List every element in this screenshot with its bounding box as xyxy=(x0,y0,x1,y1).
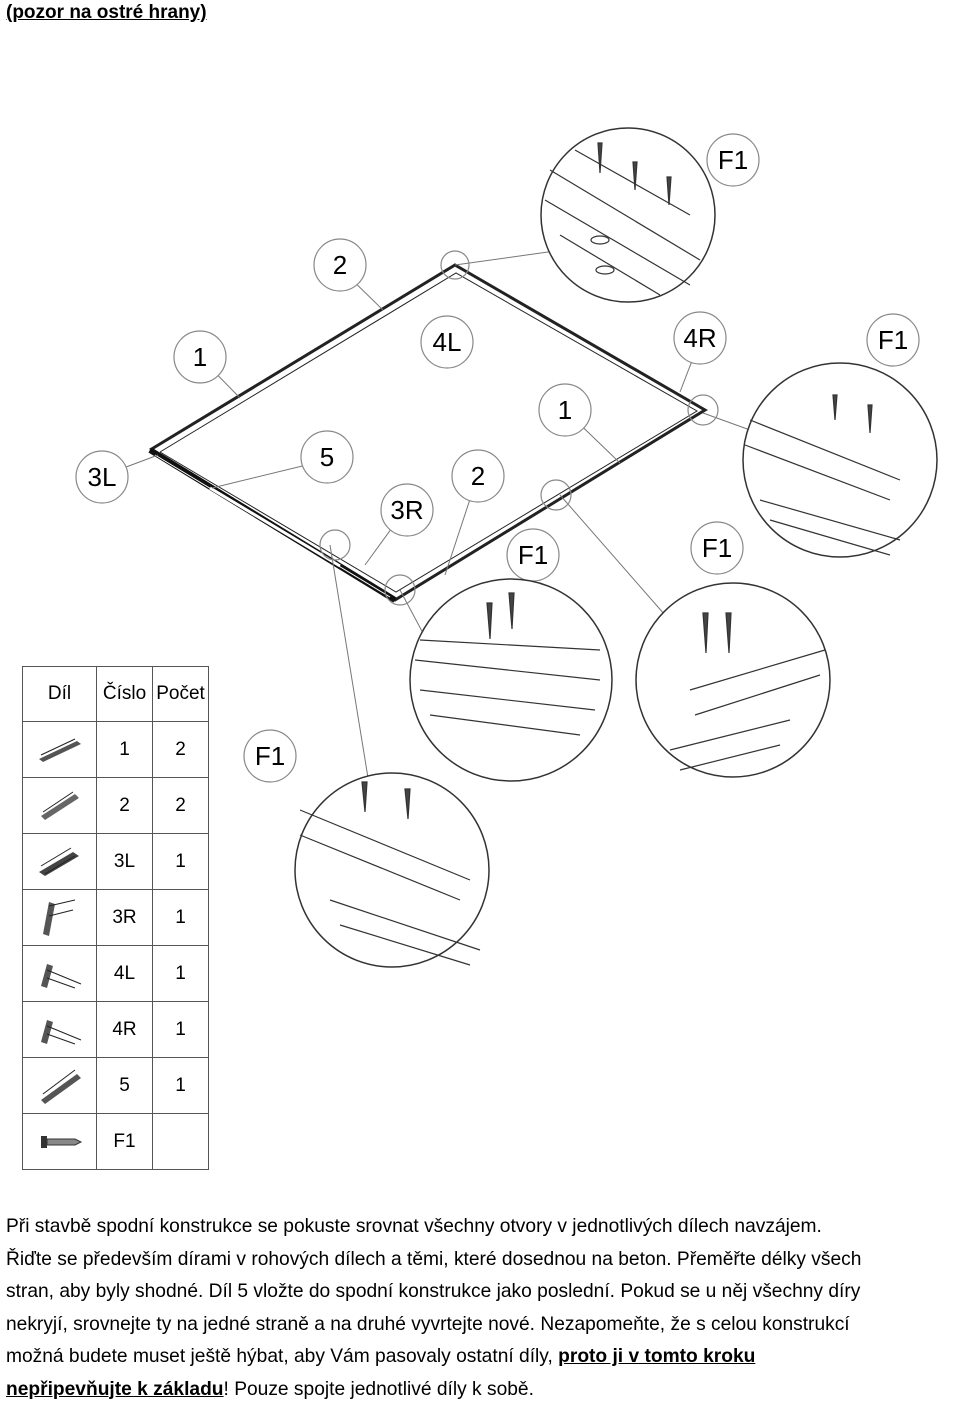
row-count: 1 xyxy=(153,946,209,1002)
emphasis-text: nepřipevňujte k základu xyxy=(6,1379,224,1400)
callout-2a: 2 xyxy=(333,250,347,280)
row-number: 1 xyxy=(97,722,153,778)
callout-f1-b: F1 xyxy=(878,325,908,355)
paragraph-line: možná budete muset ještě hýbat, aby Vám … xyxy=(6,1341,957,1374)
screw-icon xyxy=(23,1114,97,1170)
profile-3r-icon xyxy=(23,890,97,946)
callout-3L: 3L xyxy=(88,462,117,492)
table-row: 4R 1 xyxy=(23,1002,209,1058)
table-row: 1 2 xyxy=(23,722,209,778)
detail-circles xyxy=(295,128,937,967)
paragraph-line: Při stavbě spodní konstrukce se pokuste … xyxy=(6,1211,957,1244)
table-row: 2 2 xyxy=(23,778,209,834)
table-row: 4L 1 xyxy=(23,946,209,1002)
row-number: 3L xyxy=(97,834,153,890)
paragraph-line: nepřipevňujte k základu! Pouze spojte je… xyxy=(6,1374,957,1406)
row-count: 2 xyxy=(153,778,209,834)
instructions-paragraph: Při stavbě spodní konstrukce se pokuste … xyxy=(6,1211,957,1406)
profile-4r-icon xyxy=(23,1002,97,1058)
row-count: 1 xyxy=(153,890,209,946)
table-row: 3R 1 xyxy=(23,890,209,946)
row-number: 2 xyxy=(97,778,153,834)
row-number: 3R xyxy=(97,890,153,946)
header-cislo: Číslo xyxy=(97,667,153,722)
paragraph-line: nekryjí, srovnejte ty na jedné straně a … xyxy=(6,1309,957,1342)
callout-4R: 4R xyxy=(683,323,716,353)
row-number: 4L xyxy=(97,946,153,1002)
callout-f1-d: F1 xyxy=(702,533,732,563)
profile-2-icon xyxy=(23,778,97,834)
profile-3l-icon xyxy=(23,834,97,890)
base-frame xyxy=(150,265,705,600)
callout-f1-e: F1 xyxy=(255,741,285,771)
row-count: 1 xyxy=(153,1002,209,1058)
row-count: 1 xyxy=(153,834,209,890)
paragraph-line: stran, aby byly shodné. Díl 5 vložte do … xyxy=(6,1276,957,1309)
callout-f1-c: F1 xyxy=(518,540,548,570)
paragraph-text: ! Pouze spojte jednotlivé díly k sobě. xyxy=(224,1379,534,1400)
table-row: F1 xyxy=(23,1114,209,1170)
callout-5: 5 xyxy=(320,442,334,472)
header-pocet: Počet xyxy=(153,667,209,722)
callout-1a: 1 xyxy=(193,342,207,372)
table-header-row: Díl Číslo Počet xyxy=(23,667,209,722)
table-row: 3L 1 xyxy=(23,834,209,890)
header-dil: Díl xyxy=(23,667,97,722)
paragraph-text: možná budete muset ještě hýbat, aby Vám … xyxy=(6,1346,558,1367)
parts-table: Díl Číslo Počet 1 2 2 2 3L 1 3R 1 4L xyxy=(22,666,209,1170)
row-number: F1 xyxy=(97,1114,153,1170)
table-row: 5 1 xyxy=(23,1058,209,1114)
row-count xyxy=(153,1114,209,1170)
row-number: 4R xyxy=(97,1002,153,1058)
profile-5-icon xyxy=(23,1058,97,1114)
paragraph-line: Řiďte se především dírami v rohových díl… xyxy=(6,1244,957,1277)
callout-4L: 4L xyxy=(433,327,462,357)
callout-f1-a: F1 xyxy=(718,145,748,175)
callout-3R: 3R xyxy=(390,495,423,525)
callout-1b: 1 xyxy=(558,395,572,425)
row-count: 1 xyxy=(153,1058,209,1114)
emphasis-text: proto ji v tomto kroku xyxy=(558,1346,755,1367)
callout-2b: 2 xyxy=(471,461,485,491)
row-number: 5 xyxy=(97,1058,153,1114)
profile-1-icon xyxy=(23,722,97,778)
profile-4l-icon xyxy=(23,946,97,1002)
row-count: 2 xyxy=(153,722,209,778)
